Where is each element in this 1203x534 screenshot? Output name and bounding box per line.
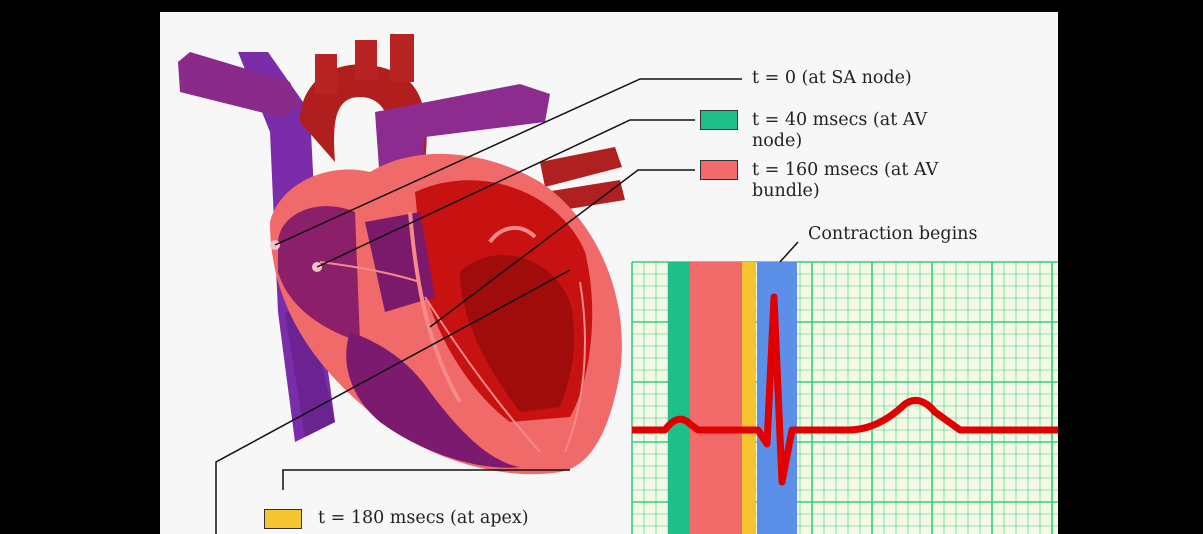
letterbox-right bbox=[1058, 0, 1203, 534]
contraction-leader bbox=[780, 242, 798, 262]
label-apex: t = 180 msecs (at apex) bbox=[318, 508, 529, 529]
swatch-av-node bbox=[700, 110, 738, 130]
diagram-panel: t = 0 (at SA node) t = 40 msecs (at AV n… bbox=[160, 12, 1058, 534]
letterbox-left bbox=[0, 0, 160, 534]
ecg-chart bbox=[632, 262, 1058, 534]
heart-conduction-diagram bbox=[160, 12, 1058, 534]
heart-illustration bbox=[178, 34, 625, 474]
av-bundle-band bbox=[690, 262, 742, 534]
label-av-node: t = 40 msecs (at AV node) bbox=[752, 110, 927, 152]
label-contraction: Contraction begins bbox=[808, 224, 977, 245]
label-av-bundle: t = 160 msecs (at AV bundle) bbox=[752, 160, 938, 202]
apex-band bbox=[742, 262, 756, 534]
swatch-apex bbox=[264, 509, 302, 529]
swatch-av-bundle bbox=[700, 160, 738, 180]
av-node-band bbox=[668, 262, 690, 534]
label-sa-node: t = 0 (at SA node) bbox=[752, 68, 912, 89]
